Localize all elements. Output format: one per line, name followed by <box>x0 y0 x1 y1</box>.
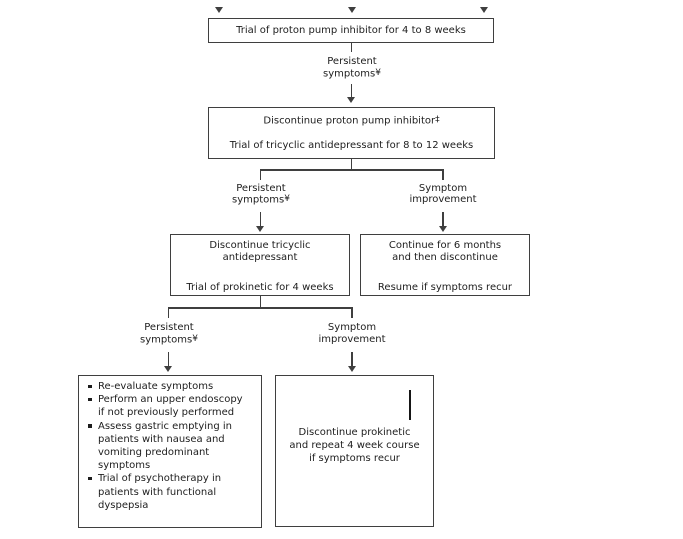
label-line: symptoms¥ <box>140 334 198 346</box>
connector-line <box>259 169 261 180</box>
label-text: Persistent <box>144 322 194 333</box>
connector-line <box>167 307 169 318</box>
box-discontinue-tca: Discontinue tricyclic antidepressant Tri… <box>170 233 350 296</box>
box-text: Trial of tricyclic antidepressant for 8 … <box>229 140 474 151</box>
box-discontinue-ppi: Discontinue proton pump inhibitor‡ Trial… <box>208 106 495 159</box>
connector-line <box>350 159 352 170</box>
label-line: improvement <box>409 194 476 206</box>
label-text: Persistent <box>236 182 286 194</box>
label-text: improvement <box>318 333 386 345</box>
footnote-mark: ‡ <box>435 114 440 125</box>
box-line: Continue for 6 months <box>389 240 501 253</box>
label-line: Symptom <box>409 183 476 195</box>
label-text: Symptom <box>327 322 377 333</box>
box-text: and repeat 4 week course <box>289 440 420 452</box>
label-line: Persistent <box>140 322 198 334</box>
box-ppi-trial-text: Trial of proton pump inhibitor for 4 to … <box>236 25 466 36</box>
down-arrowhead-icon <box>347 366 356 372</box>
connector-line <box>351 307 353 318</box>
box-line: if symptoms recur <box>309 452 400 465</box>
entry-arrowhead-right-icon <box>480 7 488 13</box>
box-reevaluate-symptoms: Re-evaluate symptoms Perform an upper en… <box>78 375 262 528</box>
footnote-mark: ¥ <box>375 67 381 78</box>
bullet-text: Re-evaluate symptoms <box>98 381 214 392</box>
box-line: Trial of prokinetic for 4 weeks <box>186 282 333 295</box>
box-text: Discontinue proton pump inhibitor <box>263 115 436 126</box>
label-persistent-symptoms-3: Persistent symptoms¥ <box>140 322 198 346</box>
stray-cursor-mark <box>409 390 411 420</box>
bullet-item: Trial of psychotherapy in patients with … <box>87 472 248 512</box>
label-persistent-symptoms-1: Persistent symptoms¥ <box>323 56 381 80</box>
box-text: Resume if symptoms recur <box>377 281 513 293</box>
box-line: and repeat 4 week course <box>289 439 419 452</box>
box-text: Continue for 6 months <box>388 239 502 251</box>
box-line: Trial of tricyclic antidepressant for 8 … <box>230 139 474 152</box>
bullet-text: Assess gastric emptying in patients with… <box>98 420 233 472</box>
label-text: Symptom <box>418 182 468 194</box>
box-ppi-trial: Trial of proton pump inhibitor for 4 to … <box>208 18 494 43</box>
down-arrowhead-icon <box>438 226 447 232</box>
down-arrowhead-icon <box>164 366 172 372</box>
label-persistent-symptoms-2: Persistent symptoms¥ <box>232 183 290 207</box>
entry-arrowhead-center-icon <box>348 7 356 13</box>
arrow-shaft <box>259 212 261 227</box>
connector-line <box>259 169 444 171</box>
box-text: Trial of prokinetic for 4 weeks <box>186 281 334 293</box>
box-text: if symptoms recur <box>309 453 400 465</box>
down-arrowhead-icon <box>347 97 355 103</box>
box-line: antidepressant <box>223 252 298 265</box>
label-text: improvement <box>409 194 477 206</box>
box-text: Discontinue prokinetic <box>298 427 411 438</box>
arrow-shaft <box>167 352 169 367</box>
bullet-item: Perform an upper endoscopy if not previo… <box>87 393 248 419</box>
bullet-text: Perform an upper endoscopy if not previo… <box>98 394 243 419</box>
label-line: improvement <box>318 334 385 346</box>
footnote-mark: ¥ <box>284 194 290 205</box>
connector-line <box>442 169 444 180</box>
box-discontinue-prokinetic: Discontinue prokinetic and repeat 4 week… <box>275 375 434 527</box>
box-continue-6-months: Continue for 6 months and then discontin… <box>360 233 530 296</box>
connector-line <box>167 307 353 309</box>
down-arrowhead-icon <box>256 226 264 232</box>
box-line: Discontinue tricyclic <box>209 240 310 253</box>
box-line: Discontinue proton pump inhibitor‡ <box>263 114 439 128</box>
label-line: Persistent <box>323 56 381 68</box>
label-text: Persistent <box>327 56 377 67</box>
label-symptom-improvement-2: Symptom improvement <box>318 322 385 345</box>
entry-arrowhead-left-icon <box>215 7 223 13</box>
label-line: symptoms¥ <box>232 194 290 206</box>
connector-line <box>259 296 261 308</box>
arrow-shaft <box>442 212 444 227</box>
bullet-item: Assess gastric emptying in patients with… <box>87 420 248 473</box>
connector-line <box>350 43 352 52</box>
box-text: antidepressant <box>222 252 298 263</box>
arrow-shaft <box>350 84 352 98</box>
arrow-shaft <box>351 352 353 367</box>
box-line: Discontinue prokinetic <box>299 426 411 439</box>
bullet-text: Trial of psychotherapy in patients with … <box>98 473 222 511</box>
label-line: symptoms¥ <box>323 68 381 80</box>
bullet-list: Re-evaluate symptoms Perform an upper en… <box>79 376 261 512</box>
box-text: Discontinue tricyclic <box>209 239 311 251</box>
label-text: symptoms <box>232 194 285 206</box>
bullet-item: Re-evaluate symptoms <box>87 380 248 393</box>
label-text: symptoms <box>323 68 376 80</box>
box-line: Resume if symptoms recur <box>378 282 512 295</box>
label-text: symptoms <box>140 334 193 346</box>
label-symptom-improvement-1: Symptom improvement <box>409 183 476 206</box>
footnote-mark: ¥ <box>192 333 198 344</box>
box-text: and then discontinue <box>392 252 498 263</box>
label-line: Symptom <box>318 322 385 334</box>
box-line: and then discontinue <box>392 252 498 265</box>
label-line: Persistent <box>232 183 290 195</box>
